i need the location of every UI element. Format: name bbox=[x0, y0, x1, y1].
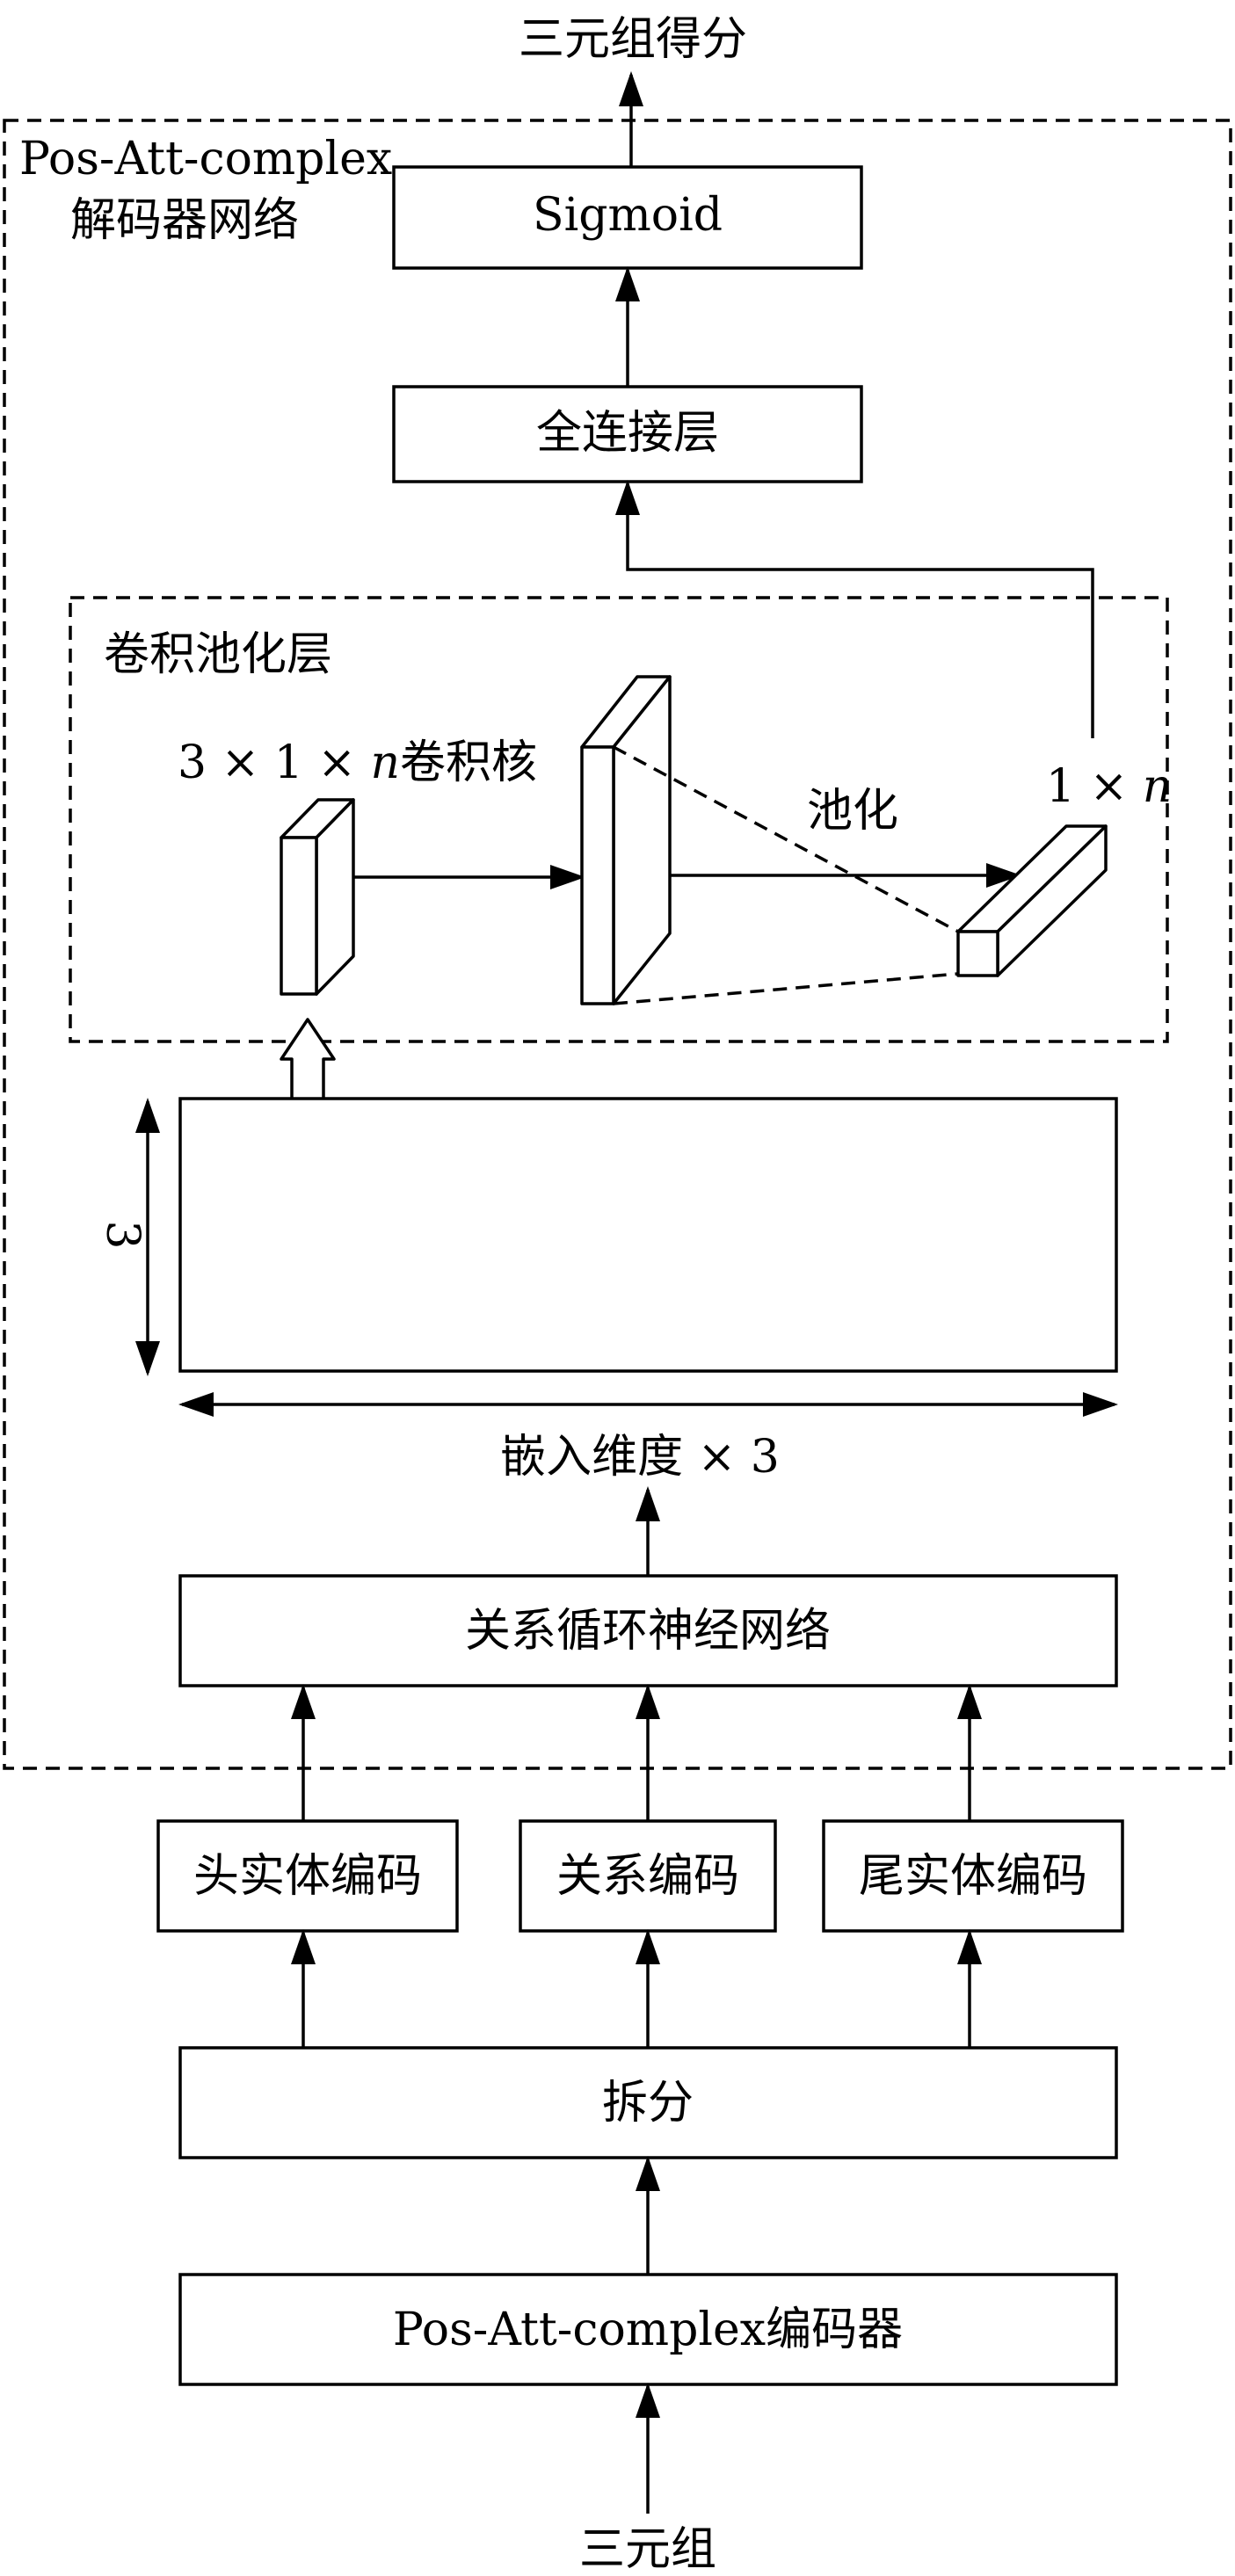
arrow-pooled-to-fc bbox=[615, 480, 1094, 738]
kernel-block bbox=[280, 798, 355, 996]
pooling-label: 池化 bbox=[807, 785, 898, 838]
pooled-vector-block bbox=[956, 824, 1108, 977]
output-label: 三元组得分 bbox=[519, 13, 747, 66]
tail-entity-encoding-label: 尾实体编码 bbox=[859, 1850, 1087, 1903]
fc-label: 全连接层 bbox=[536, 407, 719, 460]
height-dimension-label: 3 bbox=[96, 1220, 149, 1249]
input-label: 三元组 bbox=[579, 2523, 716, 2576]
pool-dashed-top bbox=[613, 745, 959, 933]
decoder-frame bbox=[3, 119, 1232, 1770]
encoder-label: Pos-Att-complex编码器 bbox=[393, 2304, 903, 2356]
sigmoid-label: Sigmoid bbox=[533, 189, 723, 242]
rnn-box bbox=[178, 1574, 1118, 1687]
pool-dashed-bottom bbox=[613, 972, 959, 1005]
pooled-label: 1 × n bbox=[1046, 760, 1172, 813]
decoder-title-line1: Pos-Att-complex bbox=[19, 133, 392, 185]
kernel-label: 3 × 1 × n卷积核 bbox=[178, 737, 537, 789]
width-dimension-label: 嵌入维度 × 3 bbox=[500, 1431, 780, 1484]
sigmoid-box bbox=[392, 165, 863, 270]
relation-encoding-label: 关系编码 bbox=[556, 1850, 739, 1903]
conv-pool-frame bbox=[69, 596, 1169, 1043]
relation-encoding-box bbox=[519, 1819, 777, 1933]
split-label: 拆分 bbox=[602, 2077, 694, 2130]
conv-pool-label: 卷积池化层 bbox=[104, 628, 332, 681]
head-entity-encoding-box bbox=[156, 1819, 459, 1933]
encoder-box bbox=[178, 2273, 1118, 2386]
split-box bbox=[178, 2046, 1118, 2159]
decoder-title-line2: 解码器网络 bbox=[70, 194, 299, 247]
feature-map-block bbox=[580, 675, 672, 1005]
rnn-label: 关系循环神经网络 bbox=[465, 1605, 831, 1658]
head-entity-encoding-label: 头实体编码 bbox=[193, 1850, 422, 1903]
embedding-matrix bbox=[178, 1097, 1118, 1373]
